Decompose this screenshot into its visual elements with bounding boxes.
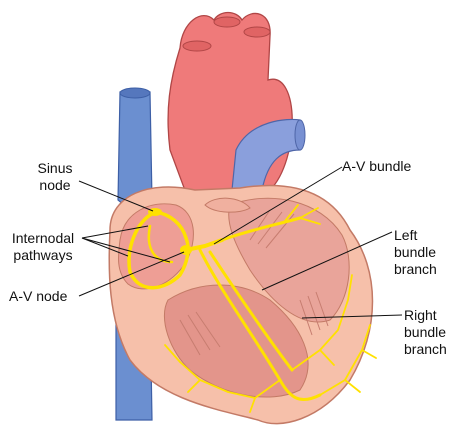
left-bundle-branch-label: Left bundle branch [394, 227, 437, 278]
leader-internodal-2 [81, 237, 171, 263]
av-bundle-label: A-V bundle [342, 158, 411, 175]
papillary-muscles [179, 209, 329, 356]
av-bundle-text: A-V bundle [342, 158, 412, 174]
right-bundle-line2: bundle [404, 324, 447, 340]
sinus-node-line1: Sinus [37, 160, 73, 176]
left-bundle-line1: Left [394, 227, 418, 243]
conduction-system [127, 204, 377, 413]
sinus-node-line2: node [39, 177, 71, 193]
leader-left-bundle [261, 231, 393, 291]
right-bundle-branch-label: Right bundle branch [404, 307, 447, 358]
right-bundle-line1: Right [404, 307, 437, 323]
leader-internodal-1 [81, 225, 149, 239]
right-bundle-line3: branch [404, 341, 447, 357]
leader-av-bundle [213, 166, 343, 245]
pulmonary-artery [231, 118, 306, 191]
sinus-node-mark [148, 208, 162, 216]
leader-internodal-3 [81, 237, 129, 257]
av-node-text: A-V node [9, 288, 68, 304]
internodal-line1: Internodal [11, 230, 75, 246]
leader-sinus-node [78, 180, 154, 212]
internodal-line2: pathways [13, 247, 73, 263]
left-bundle-line3: branch [394, 261, 437, 277]
leader-right-bundle [301, 314, 403, 319]
sinus-node-label: Sinus node [30, 160, 80, 194]
leader-lines [78, 166, 403, 319]
left-bundle-line2: bundle [394, 244, 437, 260]
av-node-label: A-V node [9, 288, 67, 305]
internodal-pathways-label: Internodal pathways [2, 230, 84, 264]
leader-av-node [78, 251, 185, 297]
